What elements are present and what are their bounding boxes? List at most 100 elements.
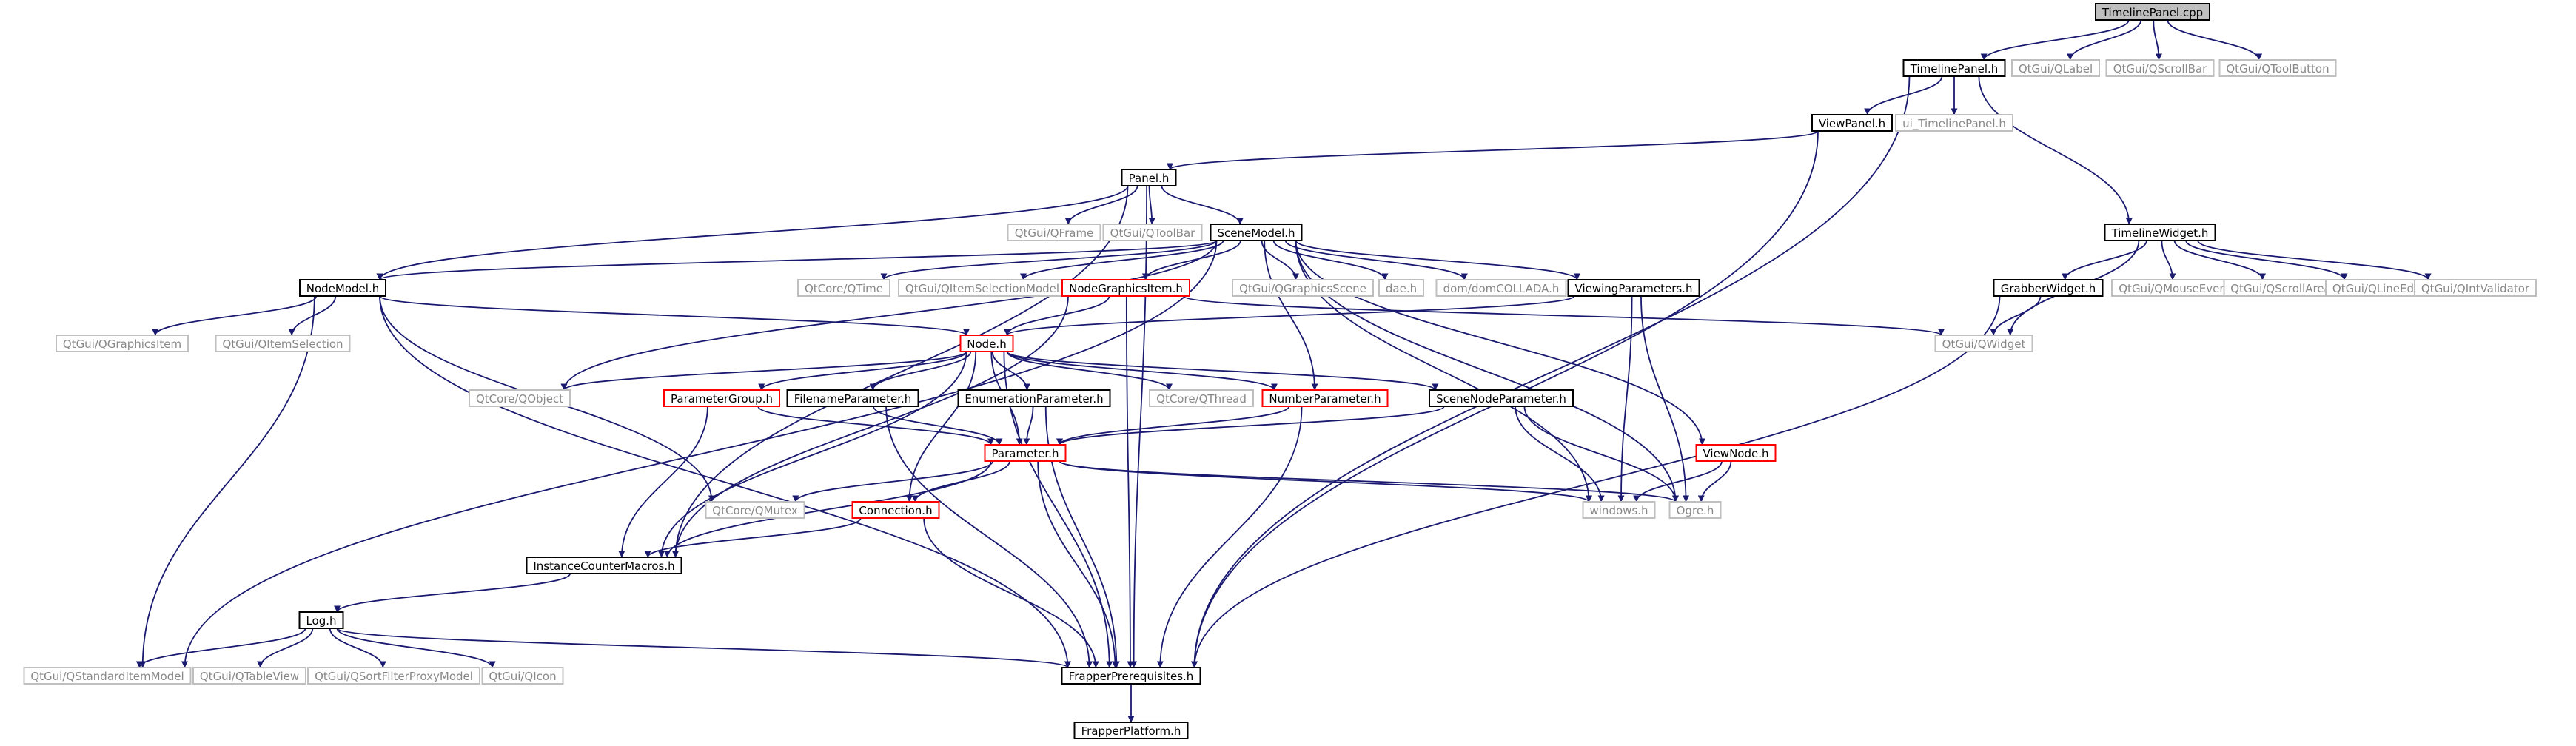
edge-scenemodel-h-to-viewnode-h [1295,240,1705,446]
edge-panel-h-to-scenemodel-h [1161,185,1244,225]
node-box [1993,279,2104,297]
edge-node-h-to-numberparameter-h [1006,351,1278,391]
node-box [1102,224,1203,241]
edge-grabberwidget-h-to-frapperprerequisites-h [1191,295,2001,668]
node-label: QtCore/QMutex [712,504,798,517]
edge-scenemodel-h-to-qstandarditemmodel [181,240,1218,668]
node-box [298,611,344,629]
node-timelinepanel-cpp[interactable]: TimelinePanel.cpp [2095,3,2210,21]
node-parameter-h[interactable]: Parameter.h [984,444,1067,462]
node-qscrollbar: QtGui/QScrollBar [2105,59,2215,77]
node-qitemselectionmodel: QtGui/QItemSelectionModel [898,279,1067,297]
node-label: Connection.h [859,504,932,517]
edge-timelinewidget-h-to-qscrollarea [2173,240,2267,280]
node-label: TimelinePanel.cpp [2102,6,2203,19]
edge-panel-h-to-frapperprerequisites-h [1130,185,1148,668]
node-box [1895,114,2013,132]
node-box [1378,279,1424,297]
node-qframe: QtGui/QFrame [1007,224,1101,241]
edge-scenemodel-h-to-qtime [880,240,1218,280]
node-frapperprerequisites-h[interactable]: FrapperPrerequisites.h [1061,667,1201,685]
edge-node-h-to-qthread [1006,351,1173,391]
node-scenemodel-h[interactable]: SceneModel.h [1210,224,1303,241]
node-nodegraphicsitem-h[interactable]: NodeGraphicsItem.h [1061,279,1190,297]
node-viewpanel-h[interactable]: ViewPanel.h [1811,114,1893,132]
node-label: ParameterGroup.h [671,392,773,406]
node-numberparameter-h[interactable]: NumberParameter.h [1261,389,1389,407]
node-box [2095,3,2210,21]
edge-panel-h-to-nodemodel-h [376,185,1129,280]
edge-nodemodel-h-to-qstandarditemmodel [139,295,315,668]
edge-panel-h-to-qframe [1064,185,1138,225]
node-qstandarditemmodel: QtGui/QStandardItemModel [23,667,192,685]
node-viewingparameters-h[interactable]: ViewingParameters.h [1567,279,1700,297]
node-qobject: QtCore/QObject [469,389,571,407]
node-node-h[interactable]: Node.h [959,335,1014,352]
edge-nodegraphicsitem-h-to-instancecountermacros-h [672,295,1069,558]
node-qsortfilterproxymodel: QtGui/QSortFilterProxyModel [307,667,480,685]
node-scenenodeparameter-h[interactable]: SceneNodeParameter.h [1429,389,1574,407]
node-dae-h: dae.h [1378,279,1424,297]
edge-parametergroup-h-to-instancecountermacros-h [618,406,708,558]
edge-timelinepanel-cpp-to-qlabel [2067,19,2142,61]
node-qtableview: QtGui/QTableView [192,667,306,685]
edge-panel-h-to-qtoolbar [1148,185,1155,225]
node-label: QtCore/QTime [805,282,883,295]
node-box [1429,389,1574,407]
node-box [957,389,1111,407]
node-connection-h[interactable]: Connection.h [851,501,940,519]
node-box [1567,279,1700,297]
edge-scenemodel-h-to-qobject [560,240,1218,391]
edge-nodegraphicsitem-h-to-qwidget [1183,295,1945,336]
node-box [56,335,189,352]
edge-grabberwidget-h-to-qwidget [1990,295,2042,336]
edge-timelinepanel-cpp-to-timelinepanel-h [1980,19,2130,61]
node-label: ViewPanel.h [1819,117,1885,130]
node-box [469,389,571,407]
node-label: ui_TimelinePanel.h [1902,117,2006,131]
node-parametergroup-h[interactable]: ParameterGroup.h [663,389,780,407]
edge-scenenodeparameter-h-to-windows-h [1515,406,1605,503]
node-label: TimelinePanel.h [1910,62,1999,75]
edge-nodegraphicsitem-h-to-frapperprerequisites-h [1125,295,1134,668]
node-label: QtCore/QObject [476,392,563,406]
node-filenameparameter-h[interactable]: FilenameParameter.h [786,389,919,407]
edge-timelinewidget-h-to-qmouseevent [2161,240,2176,280]
edge-viewingparameters-h-to-ogre-h [1640,295,1690,503]
node-box [1582,501,1656,519]
node-box [959,335,1014,352]
node-label: QtGui/QFrame [1015,226,1094,240]
node-enumerationparameter-h[interactable]: EnumerationParameter.h [957,389,1111,407]
node-box [307,667,480,685]
node-grabberwidget-h[interactable]: GrabberWidget.h [1993,279,2104,297]
edge-scenenodeparameter-h-to-ogre-h [1523,406,1679,503]
edge-timelinepanel-cpp-to-qtoolbutton [2167,19,2263,61]
node-timelinepanel-h[interactable]: TimelinePanel.h [1902,59,2006,77]
edge-node-h-to-instancecountermacros-h [658,351,967,558]
node-domcollada-h: dom/domCOLLADA.h [1435,279,1567,297]
edge-timelinewidget-h-to-qlineedit [2185,240,2348,280]
node-panel-h[interactable]: Panel.h [1121,169,1177,186]
node-label: QtGui/QMouseEvent [2119,282,2231,295]
node-box [299,279,386,297]
node-frapperplatform-h[interactable]: FrapperPlatform.h [1073,722,1189,739]
node-qscrollarea: QtGui/QScrollArea [2223,279,2338,297]
node-box [786,389,919,407]
node-box [2105,59,2215,77]
edge-numberparameter-h-to-parameter-h [1056,406,1290,446]
node-viewnode-h[interactable]: ViewNode.h [1695,444,1777,462]
node-instancecountermacros-h[interactable]: InstanceCounterMacros.h [526,557,682,574]
node-qmutex: QtCore/QMutex [705,501,805,519]
edge-filenameparameter-h-to-frapperprerequisites-h [885,406,1093,668]
edge-numberparameter-h-to-frapperprerequisites-h [1156,406,1303,668]
edge-instancecountermacros-h-to-log-h [334,573,571,613]
node-label: GrabberWidget.h [2001,282,2096,295]
edge-scenemodel-h-to-domcollada-h [1284,240,1468,280]
node-label: FrapperPlatform.h [1081,725,1181,738]
node-label: QtGui/QItemSelectionModel [905,282,1059,295]
node-timelinewidget-h[interactable]: TimelineWidget.h [2104,224,2216,241]
node-log-h[interactable]: Log.h [298,611,344,629]
node-nodemodel-h[interactable]: NodeModel.h [299,279,386,297]
